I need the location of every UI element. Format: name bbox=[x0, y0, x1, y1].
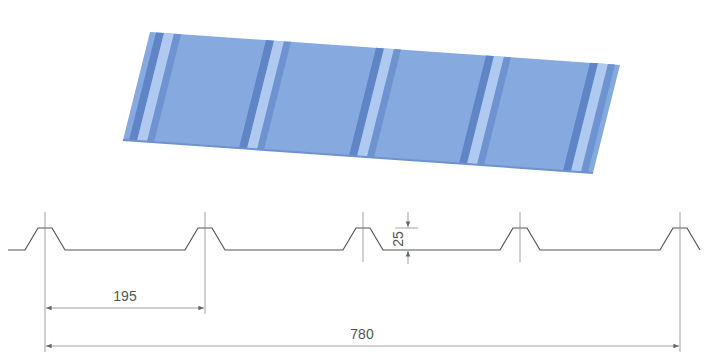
sheet-3d bbox=[123, 32, 620, 173]
dimension-lines bbox=[45, 212, 680, 352]
dimension-label: 780 bbox=[348, 327, 375, 341]
dimension-label: 195 bbox=[111, 289, 138, 303]
profile-section bbox=[8, 228, 700, 250]
dimension-label: 25 bbox=[391, 229, 405, 249]
